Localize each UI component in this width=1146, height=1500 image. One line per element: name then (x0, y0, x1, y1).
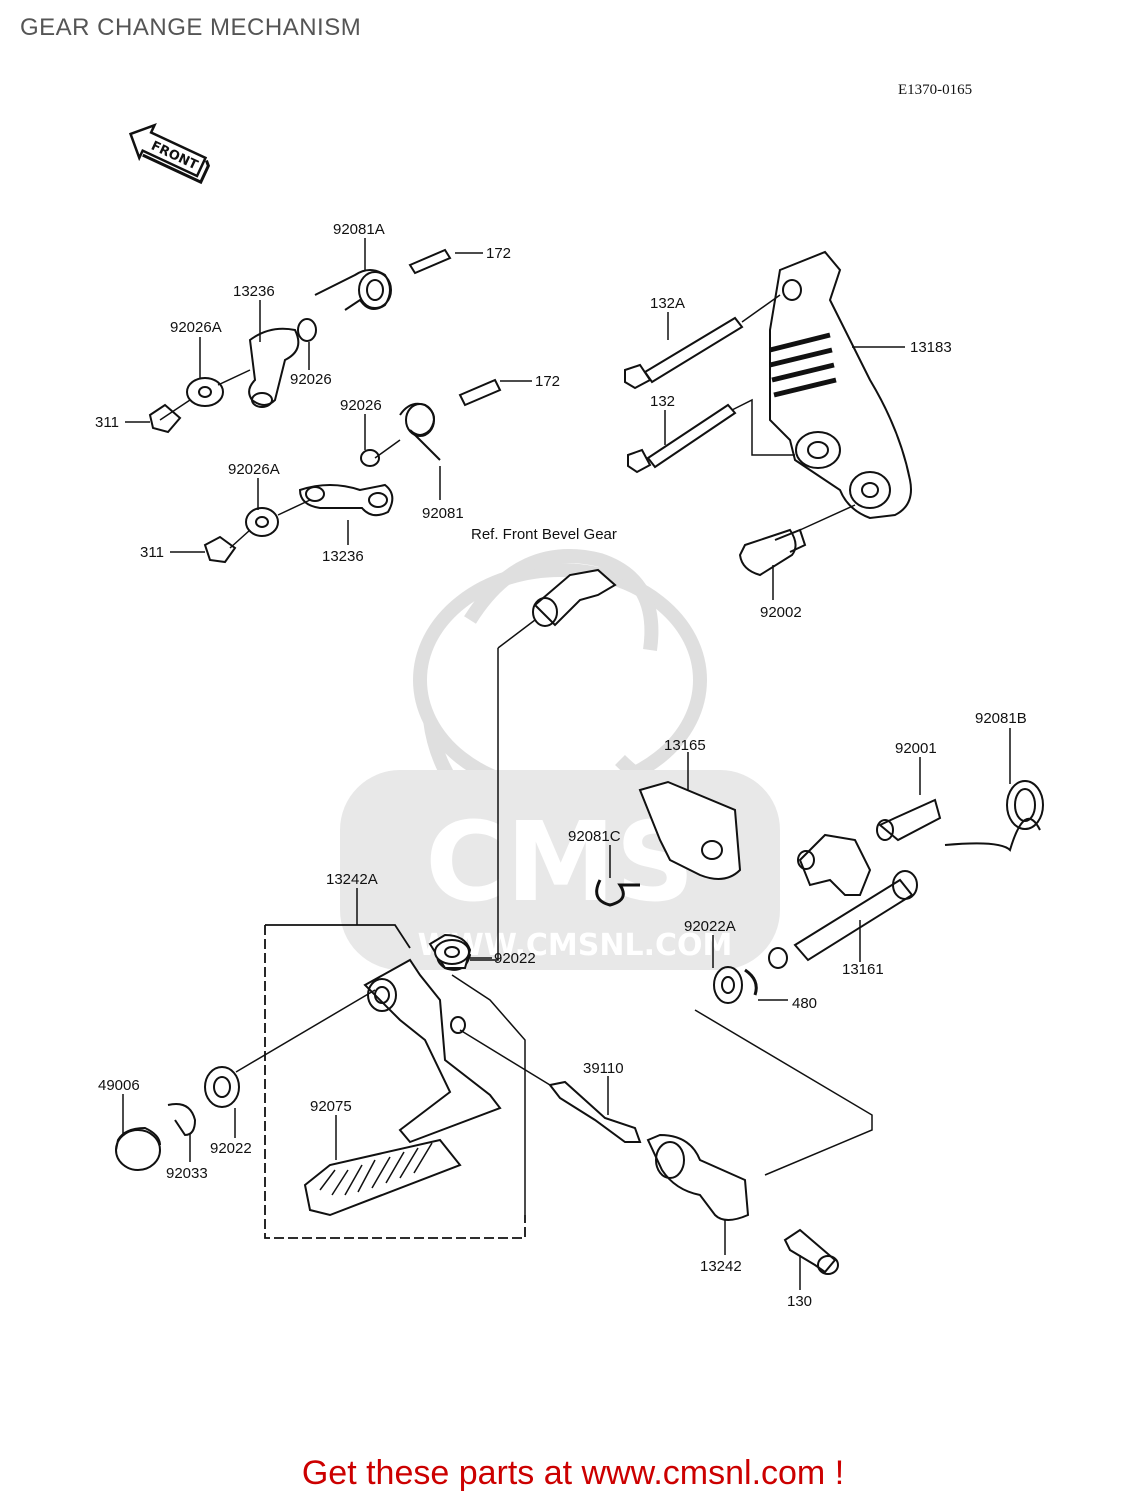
part-label-311: 311 (95, 414, 119, 431)
part-label-13165: 13165 (664, 737, 706, 754)
part-label-92022: 92022 (494, 950, 536, 967)
reference-label: Ref. Front Bevel Gear (471, 526, 617, 543)
part-label-130: 130 (787, 1293, 812, 1310)
front-arrow-icon: FRONT (128, 123, 211, 185)
part-label-13183: 13183 (910, 339, 952, 356)
part-label-13242: 13242 (700, 1258, 742, 1275)
promo-link[interactable]: Get these parts at www.cmsnl.com ! (301, 1454, 845, 1492)
diagram-code: E1370-0165 (898, 82, 973, 98)
part-label-92001: 92001 (895, 740, 937, 757)
part-label-49006: 49006 (98, 1077, 140, 1094)
part-label-92026: 92026 (340, 397, 382, 414)
part-label-13161: 13161 (842, 961, 884, 978)
part-label-92026A: 92026A (170, 319, 222, 336)
part-label-92081C: 92081C (568, 828, 621, 845)
page-title: GEAR CHANGE MECHANISM (20, 14, 362, 41)
part-label-92026: 92026 (290, 371, 332, 388)
shift-shaft-assembly (595, 780, 1044, 1176)
part-label-92081B: 92081B (975, 710, 1027, 727)
watermark-logo: CMS (425, 798, 694, 926)
part-label-92022: 92022 (210, 1140, 252, 1157)
bracket-assembly (624, 250, 912, 577)
part-label-92081A: 92081A (333, 221, 385, 238)
part-label-132: 132 (650, 393, 675, 410)
part-label-39110: 39110 (583, 1060, 624, 1077)
part-labels: 92081A 172 13236 92026A 92026 311 92026 … (95, 221, 1027, 1310)
upper-link-parts (148, 248, 502, 564)
part-label-92022A: 92022A (684, 918, 736, 935)
part-label-92026A: 92026A (228, 461, 280, 478)
part-label-311: 311 (140, 544, 164, 561)
part-label-132A: 132A (650, 295, 685, 312)
part-label-13242A: 13242A (326, 871, 378, 888)
part-label-92081: 92081 (422, 505, 464, 522)
part-label-92033: 92033 (166, 1165, 208, 1182)
part-label-13236: 13236 (233, 283, 275, 300)
parts-diagram: CMS WWW.CMSNL.COM FRONT (95, 123, 1044, 1310)
leader-lines (122, 238, 1011, 1290)
part-label-172: 172 (535, 373, 560, 390)
bevel-gear-reference (470, 568, 617, 961)
part-label-92075: 92075 (310, 1098, 352, 1115)
part-label-13236: 13236 (322, 548, 364, 565)
part-label-480: 480 (792, 995, 817, 1012)
pedal-assembly (115, 924, 839, 1275)
part-label-92002: 92002 (760, 604, 802, 621)
part-label-172: 172 (486, 245, 511, 262)
